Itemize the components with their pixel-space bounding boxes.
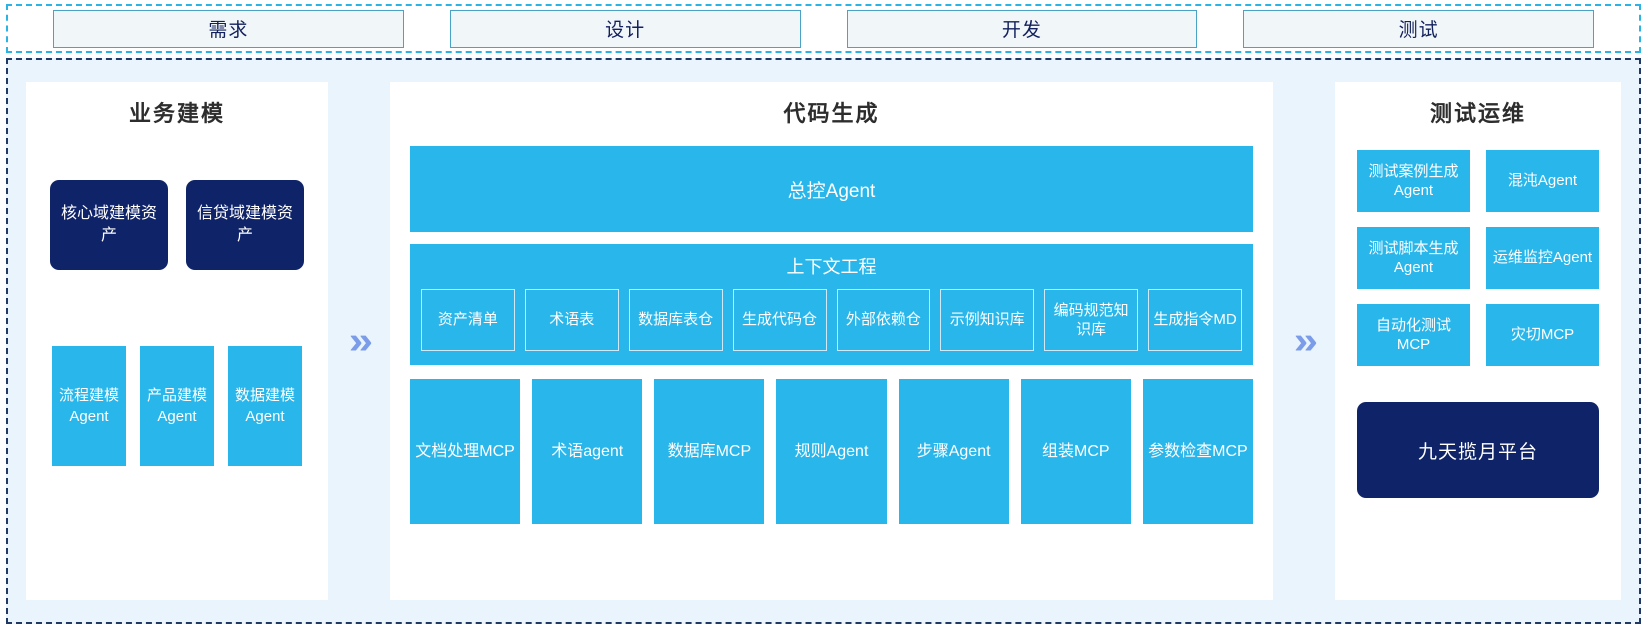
main-band: 业务建模 核心域建模资产 信贷域建模资产 流程建模Agent 产品建模Agent… [6,58,1641,624]
tool-label: 参数检查MCP [1148,442,1248,460]
business-assets-row: 核心域建模资产 信贷域建模资产 [50,180,304,270]
context-item-generated-code-repo[interactable]: 生成代码仓 [732,289,827,351]
code-generation-content: 总控Agent 上下文工程 资产清单 术语表 数据库表仓 生成代码仓 外部依赖仓… [390,128,1273,538]
box-label: 灾切MCP [1510,326,1575,344]
tool-rule-agent[interactable]: 规则Agent [776,379,887,524]
phase-label: 测试 [1398,20,1439,41]
tool-row: 文档处理MCP 术语agent 数据库MCP 规则Agent 步骤Agent 组… [410,379,1253,524]
agent-data-modeling[interactable]: 数据建模Agent [228,346,302,466]
context-item-external-dependency-repo[interactable]: 外部依赖仓 [836,289,931,351]
master-control-agent[interactable]: 总控Agent [410,146,1253,232]
box-label: 运维监控Agent [1492,249,1593,267]
panel-title-business-modeling: 业务建模 [128,101,225,126]
panel-title-code-generation: 代码生成 [783,101,880,126]
context-item-label: 生成代码仓 [742,311,818,329]
test-case-generation-agent[interactable]: 测试案例生成Agent [1357,150,1470,212]
ops-monitoring-agent[interactable]: 运维监控Agent [1486,227,1599,289]
automated-testing-mcp[interactable]: 自动化测试MCP [1357,304,1470,366]
phase-label: 设计 [605,20,646,41]
box-label: 测试脚本生成Agent [1368,239,1459,277]
phase-band: 需求 设计 开发 测试 [6,4,1641,53]
context-item-label: 示例知识库 [949,311,1025,329]
test-script-generation-agent[interactable]: 测试脚本生成Agent [1357,227,1470,289]
context-item-db-table-repo[interactable]: 数据库表仓 [628,289,723,351]
context-items-row: 资产清单 术语表 数据库表仓 生成代码仓 外部依赖仓 示例知识库 编码规范知识库… [421,289,1242,351]
tool-glossary-agent[interactable]: 术语agent [532,379,643,524]
context-item-label: 术语表 [549,311,595,329]
context-item-label: 生成指令MD [1153,311,1237,329]
tool-label: 术语agent [551,442,624,460]
tool-database-mcp[interactable]: 数据库MCP [654,379,765,524]
tool-label: 文档处理MCP [415,442,515,460]
panel-test-operations: 测试运维 测试案例生成Agent 混沌Agent 测试脚本生成Agent 运维监… [1335,82,1621,600]
context-item-glossary[interactable]: 术语表 [524,289,619,351]
jiutian-lanyue-platform[interactable]: 九天揽月平台 [1357,402,1599,498]
chevron-right-icon-1: » [328,82,390,600]
tool-step-agent[interactable]: 步骤Agent [898,379,1009,524]
tool-label: 规则Agent [794,442,869,460]
tool-label: 步骤Agent [916,442,991,460]
context-engineering-block: 上下文工程 资产清单 术语表 数据库表仓 生成代码仓 外部依赖仓 示例知识库 编… [410,244,1253,365]
context-item-asset-list[interactable]: 资产清单 [421,289,515,351]
phase-box-development[interactable]: 开发 [846,9,1198,48]
phase-label: 需求 [208,20,249,41]
disaster-switchover-mcp[interactable]: 灾切MCP [1486,304,1599,366]
context-item-coding-standard-knowledge-base[interactable]: 编码规范知识库 [1044,289,1139,351]
tool-label: 数据库MCP [667,442,752,460]
chevron-glyph: » [1294,320,1318,362]
master-control-agent-label: 总控Agent [787,180,876,202]
panel-title-test-operations: 测试运维 [1429,101,1526,126]
asset-label: 信贷域建模资产 [196,205,293,244]
platform-label: 九天揽月平台 [1417,441,1538,463]
chaos-agent[interactable]: 混沌Agent [1486,150,1599,212]
phase-box-design[interactable]: 设计 [449,9,801,48]
tool-label: 组装MCP [1041,442,1110,460]
context-item-label: 外部依赖仓 [845,311,921,329]
asset-credit-domain[interactable]: 信贷域建模资产 [186,180,304,270]
tool-parameter-check-mcp[interactable]: 参数检查MCP [1142,379,1253,524]
panel-business-modeling: 业务建模 核心域建模资产 信贷域建模资产 流程建模Agent 产品建模Agent… [26,82,328,600]
context-item-label: 数据库表仓 [638,311,714,329]
panel-code-generation: 代码生成 总控Agent 上下文工程 资产清单 术语表 数据库表仓 生成代码仓 … [390,82,1273,600]
agent-process-modeling[interactable]: 流程建模Agent [52,346,126,466]
phase-box-testing[interactable]: 测试 [1243,9,1594,48]
test-operations-grid: 测试案例生成Agent 混沌Agent 测试脚本生成Agent 运维监控Agen… [1357,150,1599,366]
context-item-generation-instruction-md[interactable]: 生成指令MD [1148,289,1242,351]
context-engineering-title: 上下文工程 [786,257,877,277]
agent-product-modeling[interactable]: 产品建模Agent [140,346,214,466]
phase-box-requirements[interactable]: 需求 [53,9,404,48]
box-label: 测试案例生成Agent [1368,162,1459,200]
asset-label: 核心域建模资产 [60,205,157,244]
agent-label: 数据建模Agent [234,387,295,425]
asset-core-domain[interactable]: 核心域建模资产 [50,180,168,270]
agent-label: 流程建模Agent [58,387,119,425]
context-item-example-knowledge-base[interactable]: 示例知识库 [940,289,1035,351]
box-label: 混沌Agent [1507,172,1578,190]
business-agents-row: 流程建模Agent 产品建模Agent 数据建模Agent [52,346,302,466]
box-label: 自动化测试MCP [1375,316,1451,354]
tool-document-processing-mcp[interactable]: 文档处理MCP [410,379,521,524]
tool-assembly-mcp[interactable]: 组装MCP [1020,379,1131,524]
context-item-label: 资产清单 [437,311,498,329]
chevron-glyph: » [349,320,373,362]
context-item-label: 编码规范知识库 [1053,301,1129,339]
chevron-right-icon-2: » [1273,82,1335,600]
phase-label: 开发 [1001,20,1042,41]
agent-label: 产品建模Agent [146,387,207,425]
